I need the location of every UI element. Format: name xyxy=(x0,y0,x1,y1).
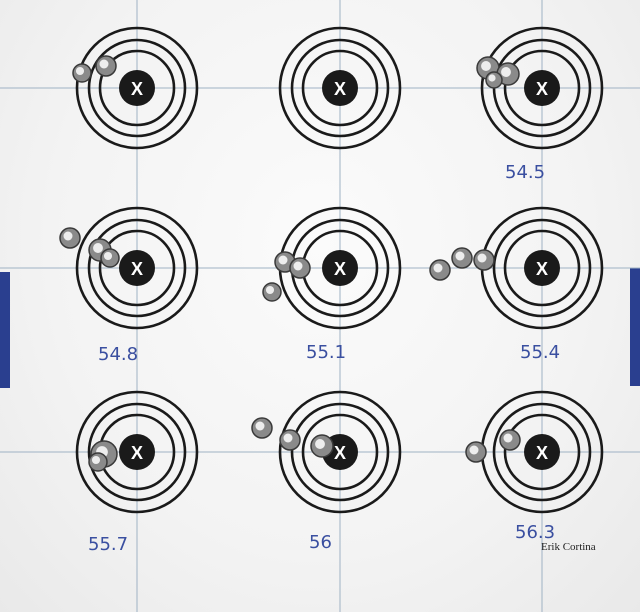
bullet-hole xyxy=(59,227,81,249)
bullet-hole xyxy=(88,452,108,472)
bullet-hole xyxy=(262,282,282,302)
target-ring xyxy=(278,390,402,514)
target-5: X xyxy=(278,206,402,330)
x-ring-mark: X xyxy=(334,443,346,463)
bullseye xyxy=(322,250,358,286)
x-ring-mark: X xyxy=(536,259,548,279)
target-2: X xyxy=(278,26,402,150)
score-t5: 55.1 xyxy=(306,342,346,363)
right-edge-tab xyxy=(630,268,640,386)
x-ring-mark: X xyxy=(131,79,143,99)
score-labels: 54.5 54.8 55.1 55.4 55.7 56 56.3 xyxy=(88,162,560,555)
target-ring xyxy=(290,402,390,502)
bullet-hole xyxy=(289,257,311,279)
bullseye xyxy=(524,70,560,106)
target-ring xyxy=(98,229,176,307)
target-ring xyxy=(87,402,187,502)
x-ring-mark: X xyxy=(131,443,143,463)
target-7: X xyxy=(75,390,199,514)
bullet-hole xyxy=(251,417,273,439)
score-t8: 56 xyxy=(309,532,332,553)
bullet-hole xyxy=(429,259,451,281)
target-grid: X X X X X X X X X xyxy=(59,26,604,514)
bullet-hole xyxy=(451,247,473,269)
bullseye xyxy=(322,70,358,106)
target-ring xyxy=(87,38,187,138)
score-t7: 55.7 xyxy=(88,534,128,555)
score-t3: 54.5 xyxy=(505,162,545,183)
target-ring xyxy=(290,38,390,138)
target-ring xyxy=(503,229,581,307)
target-ring xyxy=(301,413,379,491)
score-t6: 55.4 xyxy=(520,342,560,363)
target-ring xyxy=(75,206,199,330)
bullet-hole xyxy=(95,55,117,77)
target-ring xyxy=(492,402,592,502)
target-ring xyxy=(98,49,176,127)
x-ring-mark: X xyxy=(334,79,346,99)
x-ring-mark: X xyxy=(334,259,346,279)
target-ring xyxy=(480,26,604,150)
score-t4: 54.8 xyxy=(98,344,138,365)
target-ring xyxy=(301,49,379,127)
bullet-hole xyxy=(485,71,503,89)
target-ring xyxy=(492,218,592,318)
bullet-hole xyxy=(473,249,495,271)
bullseye xyxy=(119,434,155,470)
bullseye xyxy=(524,434,560,470)
bullet-hole xyxy=(279,429,301,451)
bullet-hole xyxy=(72,63,92,83)
bullet-hole xyxy=(310,434,334,458)
target-ring xyxy=(75,390,199,514)
target-1: X xyxy=(75,26,199,150)
score-t9: 56.3 xyxy=(515,522,555,543)
x-ring-mark: X xyxy=(536,443,548,463)
x-ring-mark: X xyxy=(131,259,143,279)
target-ring xyxy=(503,413,581,491)
bullseye xyxy=(119,70,155,106)
target-ring xyxy=(75,26,199,150)
bullseye xyxy=(524,250,560,286)
bullet-hole xyxy=(465,441,487,463)
x-ring-mark: X xyxy=(536,79,548,99)
bullseye xyxy=(119,250,155,286)
target-4: X xyxy=(75,206,199,330)
left-edge-tab xyxy=(0,272,10,388)
shooter-signature: Erik Cortina xyxy=(541,541,596,553)
target-ring xyxy=(278,26,402,150)
target-3: X xyxy=(480,26,604,150)
bullet-hole xyxy=(499,429,521,451)
bullet-hole xyxy=(100,248,120,268)
target-ring xyxy=(503,49,581,127)
target-ring xyxy=(87,218,187,318)
